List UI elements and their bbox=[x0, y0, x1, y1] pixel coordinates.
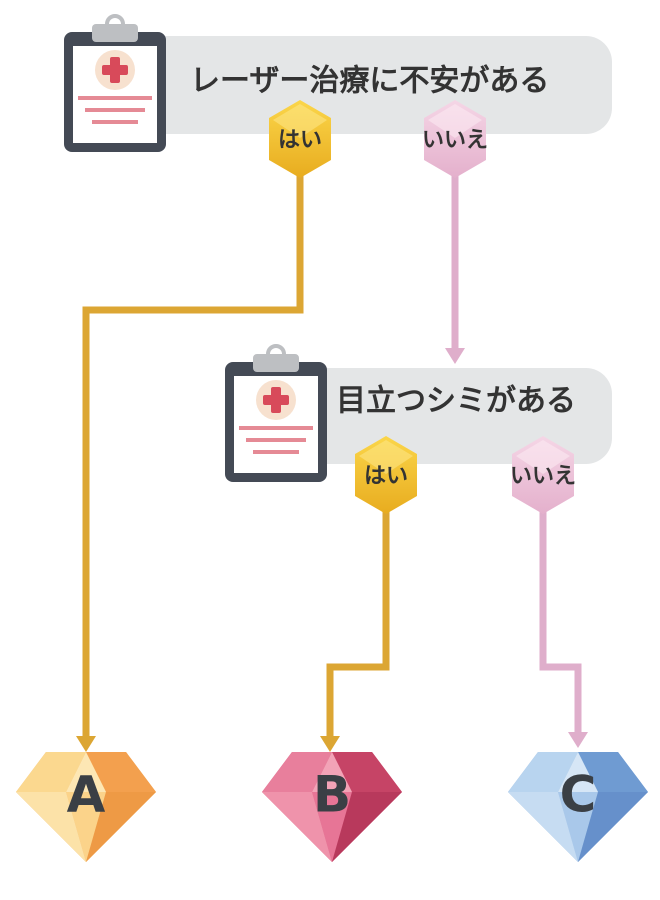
arrow-head bbox=[445, 348, 465, 364]
clipboard-icon bbox=[225, 344, 327, 482]
result-b[interactable]: B bbox=[262, 752, 402, 862]
question-bubble bbox=[130, 36, 612, 134]
clipboard-icon bbox=[64, 14, 166, 152]
arrow-head bbox=[568, 732, 588, 748]
result-a[interactable]: A bbox=[16, 752, 156, 862]
question-text: レーザー治療に不安がある bbox=[190, 64, 549, 99]
diamond-icon bbox=[508, 752, 648, 862]
diamond-icon bbox=[16, 752, 156, 862]
question-bubble bbox=[290, 368, 612, 464]
arrow-head bbox=[76, 736, 96, 752]
no-label: いいえ bbox=[422, 128, 488, 153]
arrow-head bbox=[320, 736, 340, 752]
question-text: 目立つシミがある bbox=[336, 384, 576, 419]
q1-yes-line bbox=[82, 176, 304, 742]
result-c[interactable]: C bbox=[508, 752, 648, 862]
yes-label: はい bbox=[364, 464, 408, 489]
yes-badge[interactable]: はい bbox=[355, 436, 417, 514]
yes-badge[interactable]: はい bbox=[269, 100, 331, 178]
q2-no-line bbox=[539, 512, 582, 738]
medical-cross-icon bbox=[256, 380, 296, 420]
diamond-icon bbox=[262, 752, 402, 862]
q2-yes-line bbox=[326, 512, 390, 742]
question-2: 目立つシミがある はい いいえ bbox=[225, 344, 612, 514]
yes-label: はい bbox=[278, 128, 322, 153]
no-badge[interactable]: いいえ bbox=[422, 100, 488, 178]
medical-cross-icon bbox=[95, 50, 135, 90]
result-letter: B bbox=[313, 766, 351, 824]
no-badge[interactable]: いいえ bbox=[510, 436, 576, 514]
no-label: いいえ bbox=[510, 464, 576, 489]
result-letter: C bbox=[560, 766, 597, 824]
question-1: レーザー治療に不安がある はい いいえ bbox=[64, 14, 612, 178]
result-letter: A bbox=[67, 766, 106, 824]
connector-lines bbox=[76, 176, 588, 752]
